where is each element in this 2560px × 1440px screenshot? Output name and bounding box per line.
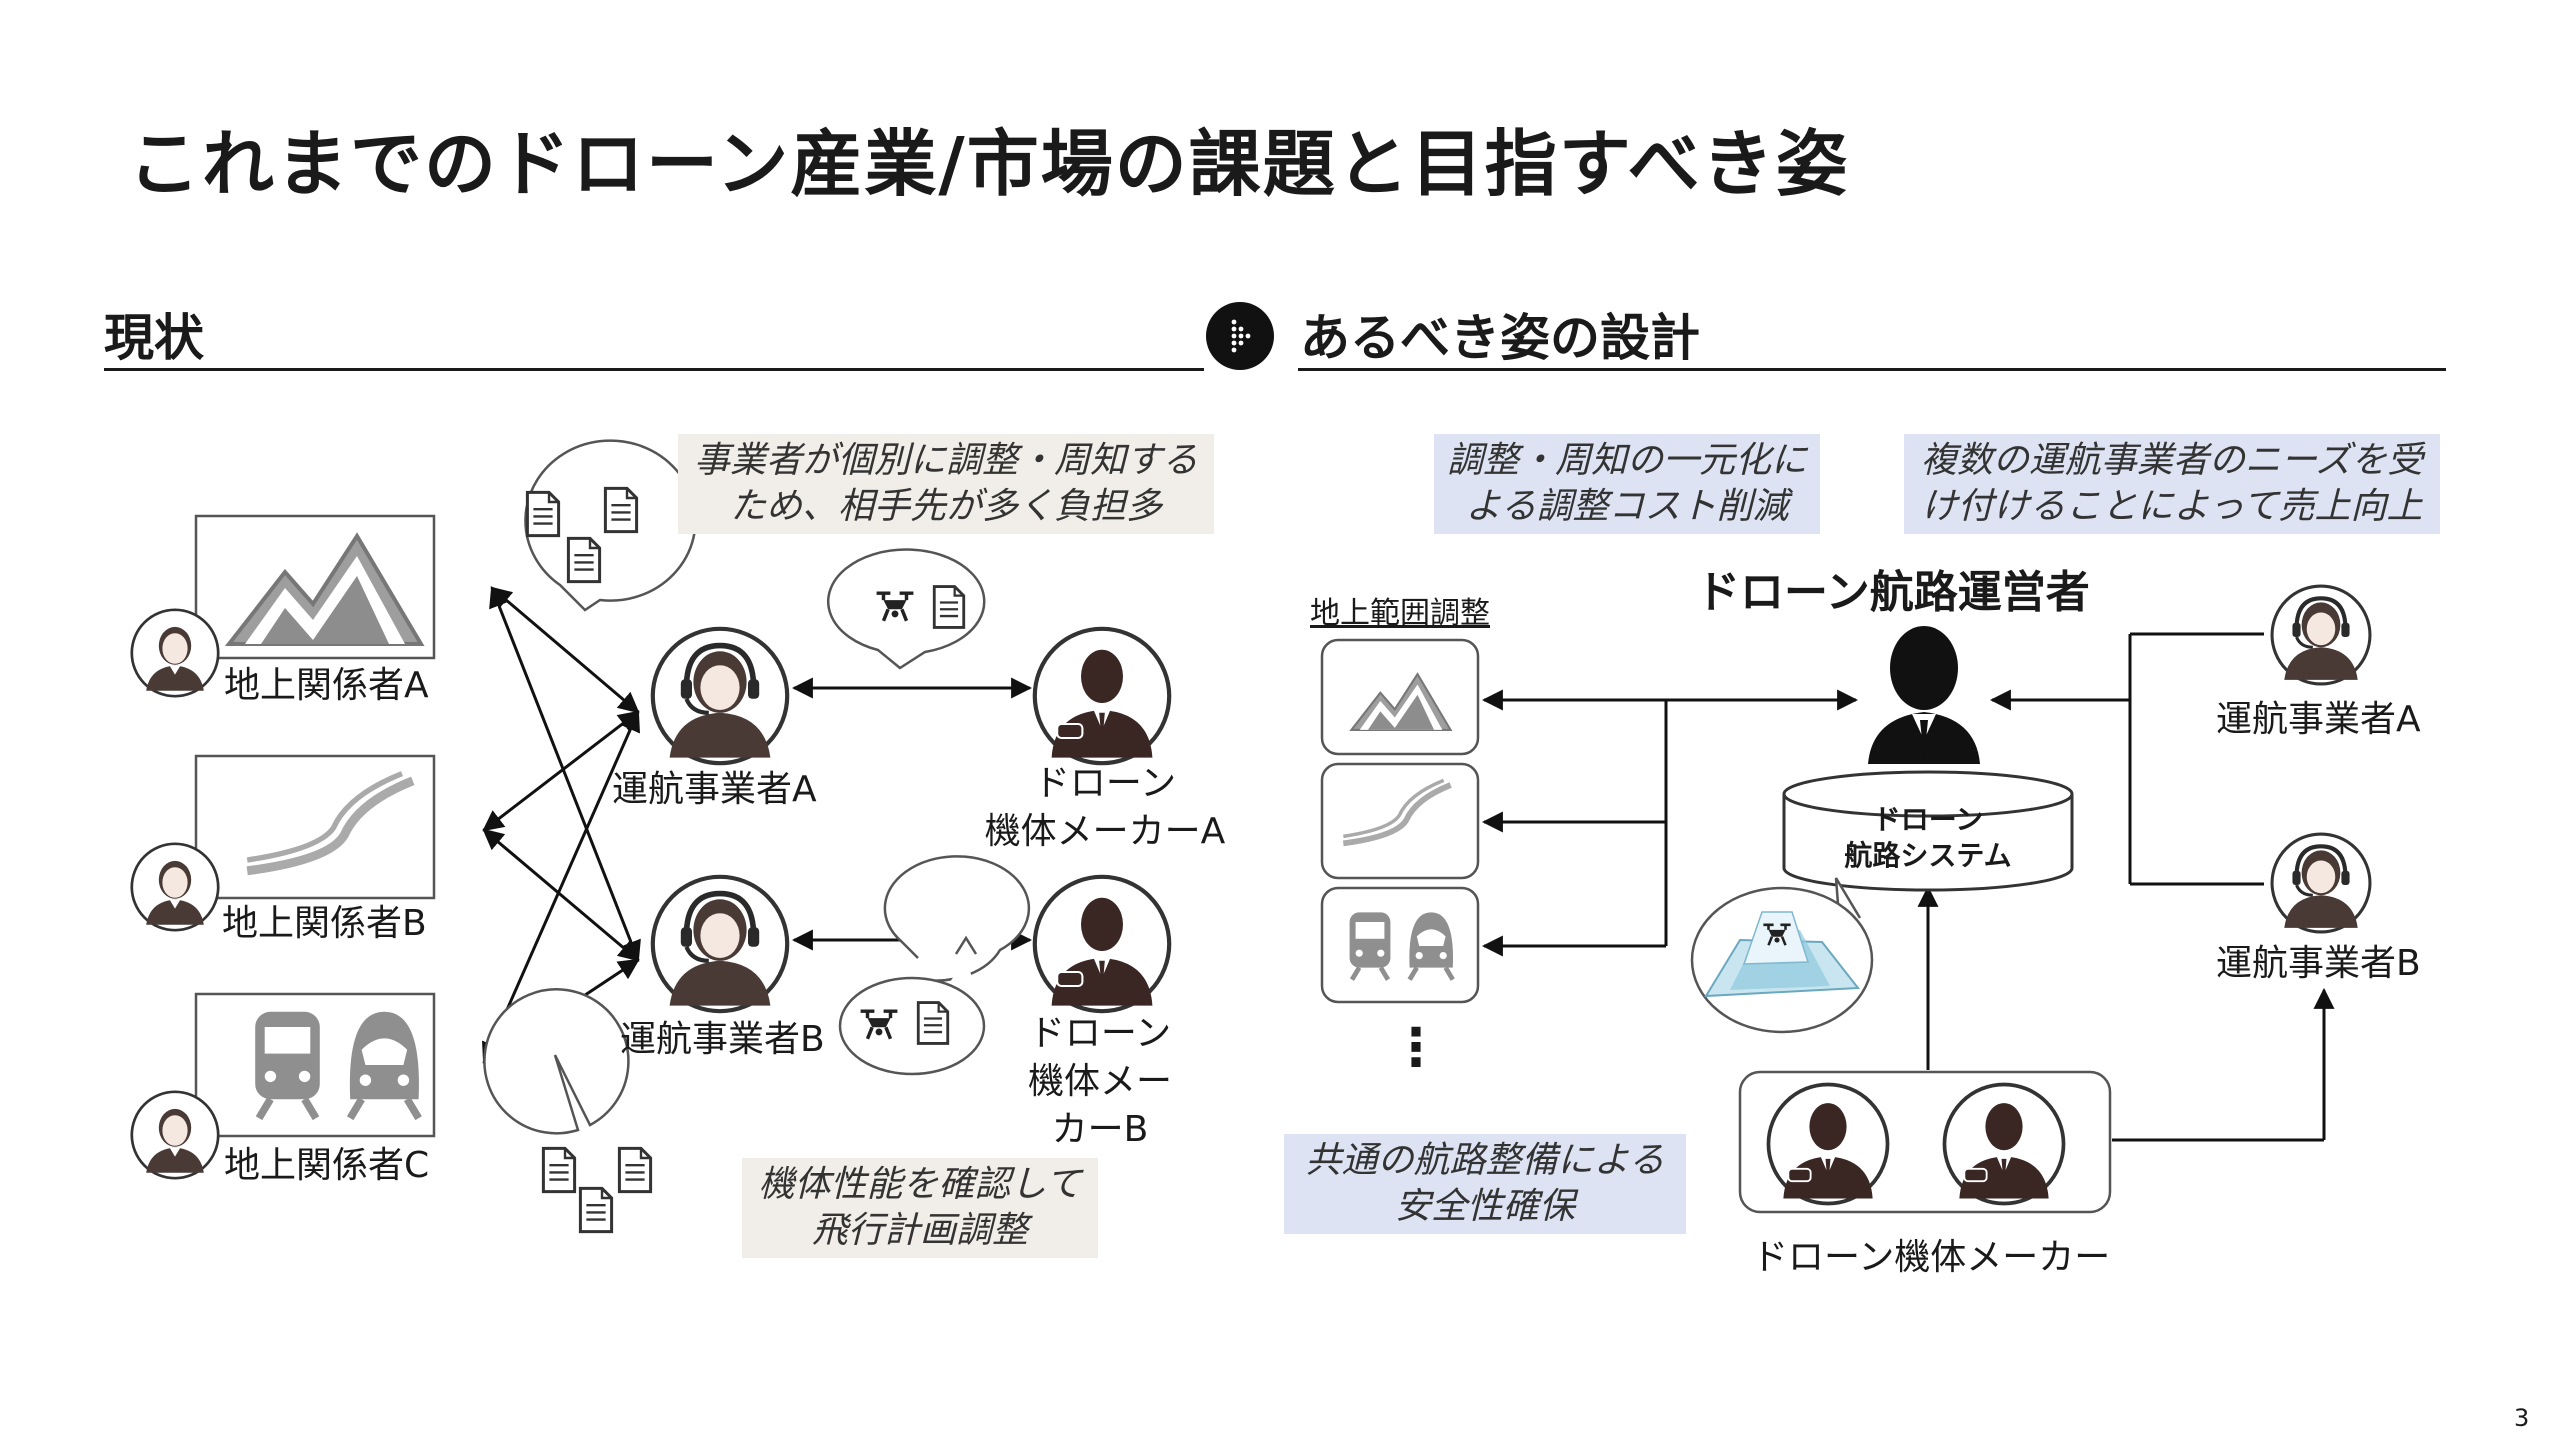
ideal-heading: あるべき姿の設計 [1300,309,1700,367]
stakeholder-a-label: 地上関係者A [224,665,429,706]
right-operator-b-label: 運航事業者B [2216,943,2421,984]
ellipsis-more: ⋮ [1390,1018,1442,1078]
operator-a-label: 運航事業者A [612,769,817,810]
route-system-label: ドローン 航路システム [1844,803,2012,872]
maker-a-label: ドローン 機体メーカーA [984,763,1226,852]
arrow-circle-icon [1206,302,1274,370]
right-operator-a-label: 運航事業者A [2216,699,2421,740]
note-safety: 共通の航路整備による 安全性確保 [1284,1134,1686,1234]
note-unified-coordination: 調整・周知の一元化に よる調整コスト削減 [1434,434,1820,534]
note-sales-increase: 複数の運航事業者のニーズを受 け付けることによって売上向上 [1904,434,2440,534]
page-title: これまでのドローン産業/市場の課題と目指すべき姿 [128,122,1850,206]
ideal-rule [1298,368,2446,371]
note-individual-coordination: 事業者が個別に調整・周知する ため、相手先が多く負担多 [678,434,1214,534]
maker-b-label: ドローン 機体メー カーB [1027,1013,1172,1150]
right-maker-label: ドローン機体メーカー [1752,1237,2111,1278]
route-operator-title: ドローン航路運営者 [1696,567,2090,618]
current-heading: 現状 [104,309,204,367]
stakeholder-c-label: 地上関係者C [224,1145,430,1186]
page-number: 3 [2514,1404,2530,1432]
note-performance-check: 機体性能を確認して 飛行計画調整 [742,1158,1098,1258]
operator-b-label: 運航事業者B [620,1019,825,1060]
ground-adjust-label: 地上範囲調整 [1310,596,1490,631]
stakeholder-b-label: 地上関係者B [222,903,427,944]
current-rule [104,368,1204,371]
